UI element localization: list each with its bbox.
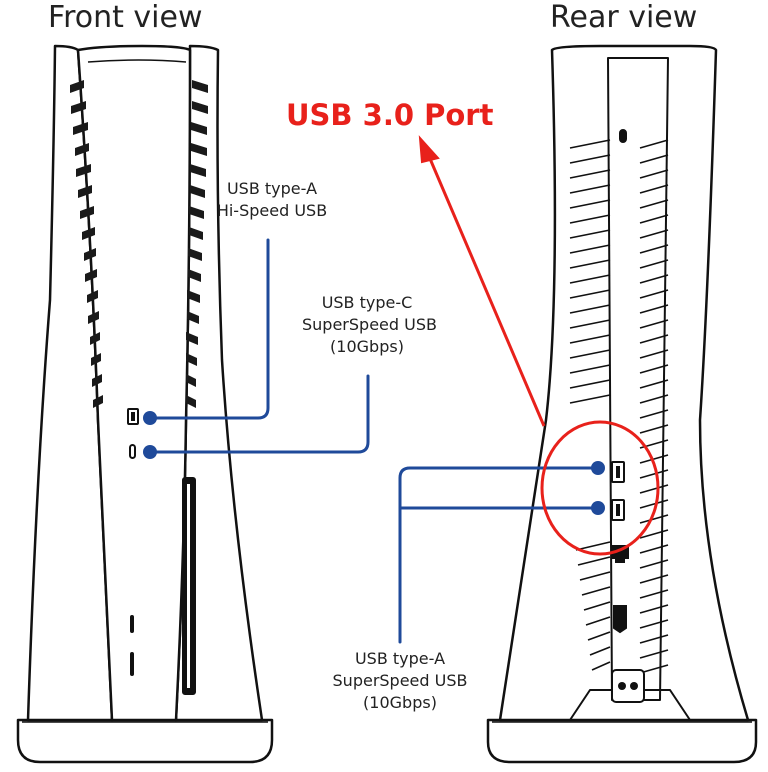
front-view-title: Front view	[48, 0, 203, 35]
front-button-1	[130, 615, 134, 633]
highlight-circle	[540, 420, 660, 556]
rear-view-title: Rear view	[550, 0, 698, 35]
usb3-highlight	[418, 135, 660, 556]
leader-rear-usb-a	[398, 466, 600, 644]
highlight-arrow-head	[418, 135, 440, 164]
leader-lines	[148, 238, 600, 644]
label-line: Hi-Speed USB	[216, 201, 328, 220]
label-line: (10Gbps)	[330, 337, 404, 356]
label-line: USB type-C	[321, 293, 413, 312]
front-usb-a-label: USB type-A Hi-Speed USB	[212, 178, 332, 222]
front-stand	[16, 718, 274, 764]
rear-usb-a-label: USB type-A SuperSpeed USB (10Gbps)	[330, 648, 470, 714]
front-right-stripes	[186, 80, 208, 408]
front-console	[16, 44, 274, 764]
front-left-stripes	[70, 80, 103, 408]
label-line: USB type-A	[226, 179, 318, 198]
hdmi-port	[613, 605, 627, 634]
rear-stand	[486, 718, 758, 764]
front-ports	[127, 408, 196, 695]
ethernet-port	[611, 545, 629, 563]
front-usb-c-label: USB type-C SuperSpeed USB (10Gbps)	[302, 292, 437, 358]
label-line: SuperSpeed USB	[332, 671, 468, 690]
leader-front-usb-c	[148, 374, 370, 454]
front-usb-c-port	[129, 444, 136, 459]
leader-front-usb-a	[148, 238, 270, 420]
rear-vent-fins	[569, 139, 669, 674]
front-button-2	[130, 652, 134, 676]
label-line: SuperSpeed USB	[302, 315, 437, 334]
label-line: USB type-A	[354, 649, 446, 668]
power-port	[611, 669, 645, 703]
label-line: (10Gbps)	[363, 693, 437, 712]
usb3-port-callout: USB 3.0 Port	[286, 98, 494, 132]
rear-console	[486, 44, 758, 764]
rear-top-slot	[619, 129, 627, 143]
leader-dots	[143, 411, 605, 515]
rear-ports	[611, 129, 645, 703]
highlight-arrow-line	[426, 153, 546, 427]
